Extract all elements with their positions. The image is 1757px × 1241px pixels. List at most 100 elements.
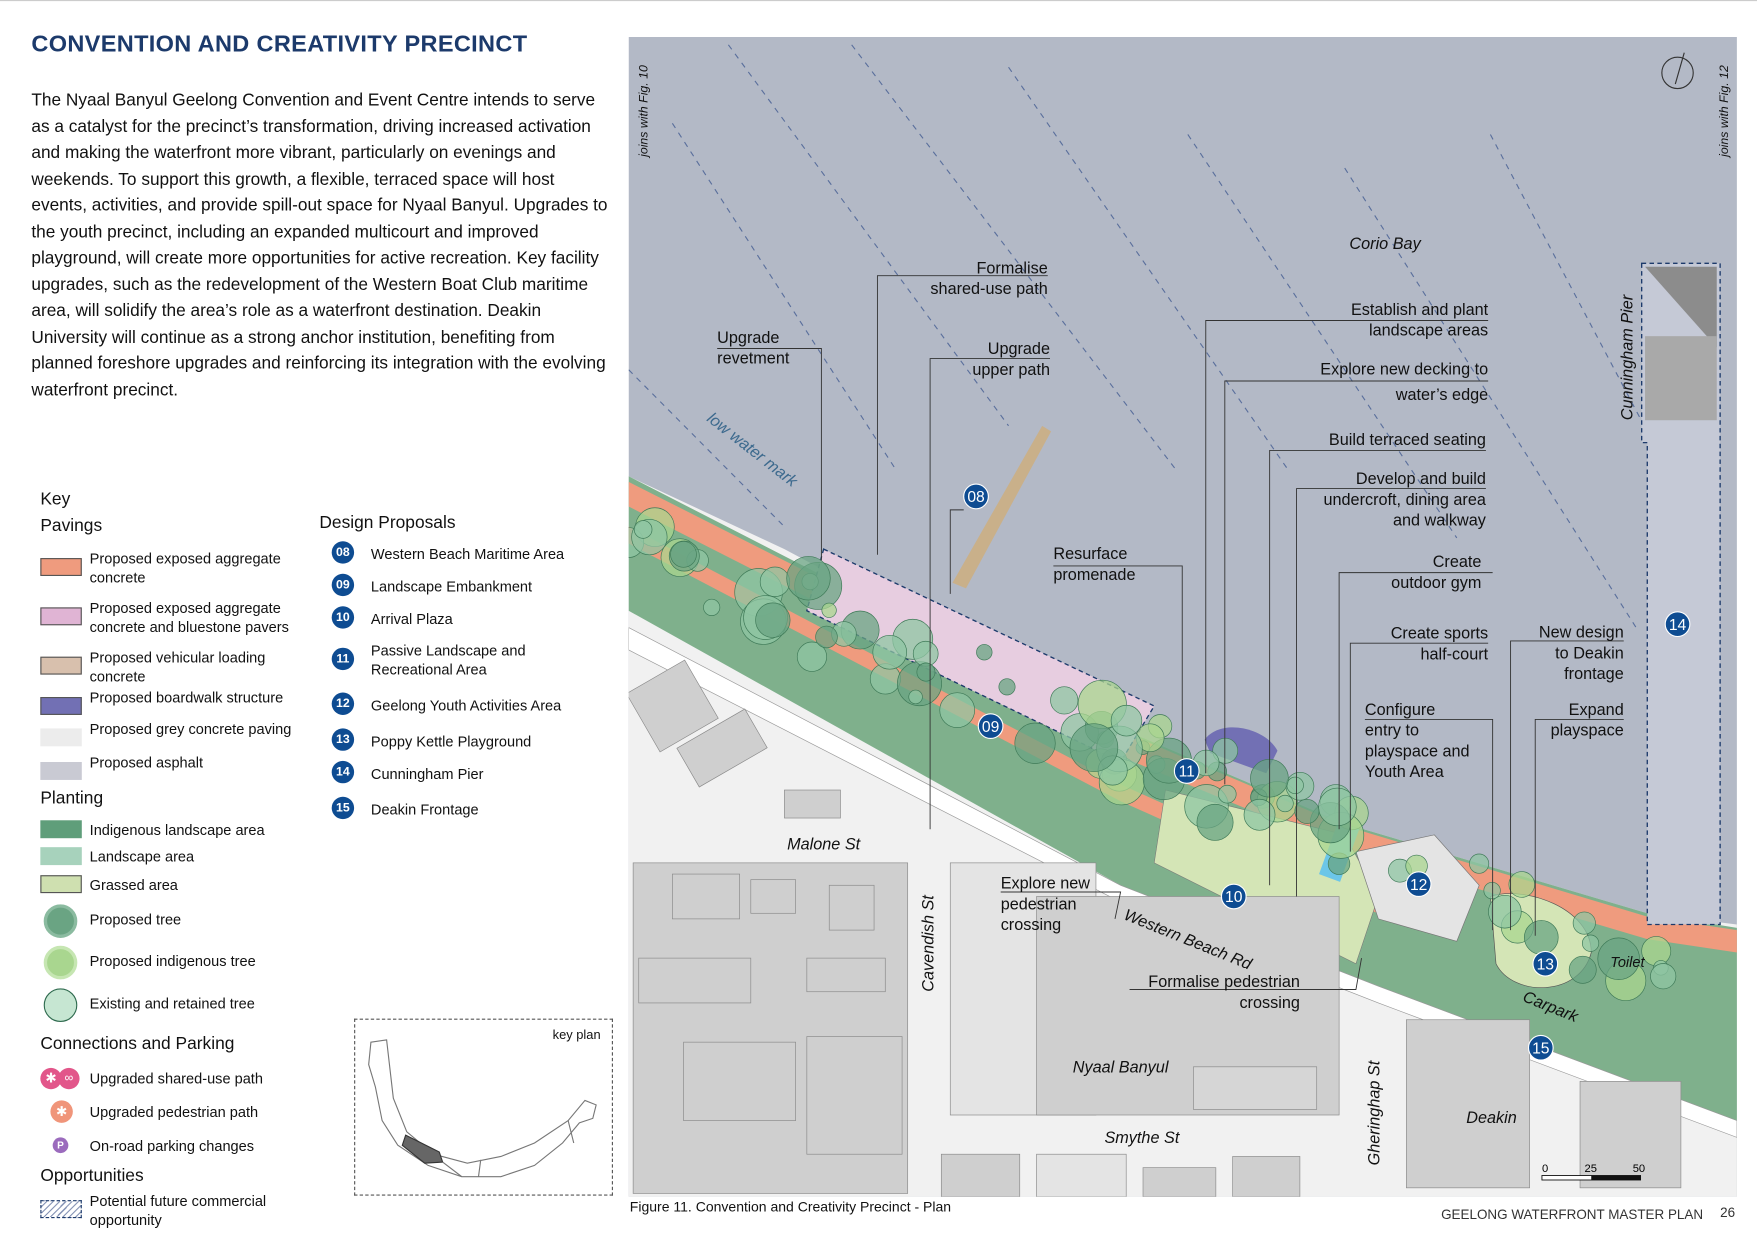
tree-icon <box>1243 798 1276 831</box>
marker-number: 09 <box>982 719 999 736</box>
key-plan-label: key plan <box>552 1028 601 1043</box>
joins-label: joins with Fig. 12 <box>1717 65 1731 159</box>
proposal-marker: 09 <box>977 713 1004 740</box>
pier-building <box>1645 266 1717 348</box>
tree-icon <box>786 556 831 601</box>
proposal-label: Geelong Youth Activities Area <box>370 697 562 714</box>
marker-number: 12 <box>1410 877 1427 894</box>
page-title: CONVENTION AND CREATIVITY PRECINCT <box>31 31 528 58</box>
proposal-badge: 10 <box>331 606 355 629</box>
cunningham-pier <box>1641 262 1721 926</box>
annotation-undercroft: and walkway <box>1393 512 1487 530</box>
proposed-tree-icon <box>43 904 78 938</box>
tree-icon <box>1196 803 1234 841</box>
pedestrian-bicycle-icon: ✱ ∞ <box>40 1067 80 1090</box>
annotation-undercroft: undercroft, dining area <box>1323 491 1486 509</box>
planting-heading: Planting <box>40 788 104 808</box>
legend-label: On-road parking changes <box>89 1137 255 1155</box>
tree-icon <box>1110 704 1143 737</box>
annotation-establish: landscape areas <box>1369 322 1488 340</box>
corio-bay-label: Corio Bay <box>1349 235 1421 253</box>
legend-label: Proposed boardwalk structure <box>89 689 284 706</box>
proposal-badge: 11 <box>331 647 355 671</box>
proposal-label: Deakin Frontage <box>370 801 479 819</box>
pier-building <box>1645 336 1717 421</box>
legend-label: Proposed exposed aggregate concrete <box>89 550 281 587</box>
annotation-formalise-crossing: crossing <box>1239 994 1299 1012</box>
annotation-gym: Create <box>1433 553 1482 571</box>
tree-icon <box>1524 920 1559 955</box>
annotation-halfcourt: half-court <box>1420 645 1488 663</box>
key-plan: key plan <box>354 1018 613 1196</box>
tree-icon <box>1276 794 1294 813</box>
legend-label: Landscape area <box>89 848 195 866</box>
annotation-deakin-frontage: New design <box>1539 624 1624 642</box>
annotation-revetment: Upgrade <box>717 329 779 347</box>
trees <box>628 507 1677 1002</box>
marker-number: 08 <box>967 489 985 506</box>
annotation-upper-path: Upgrade <box>988 340 1050 358</box>
legend-label: Upgraded pedestrian path <box>89 1103 259 1121</box>
tree-icon <box>1318 787 1357 827</box>
annotation-undercroft: Develop and build <box>1356 470 1486 488</box>
hatched-swatch <box>40 1200 82 1219</box>
tree-icon <box>872 634 908 670</box>
intro-paragraph: The Nyaal Banyul Geelong Convention and … <box>31 90 608 400</box>
proposal-badge: 15 <box>331 796 355 820</box>
tree-icon <box>912 640 939 667</box>
legend-label: Proposed exposed aggregate concrete and … <box>89 599 289 636</box>
tree-icon <box>1069 723 1119 772</box>
parking-icon: P <box>52 1137 69 1154</box>
tree-icon <box>1469 853 1490 874</box>
proposal-marker: 08 <box>963 483 989 510</box>
proposal-badge: 12 <box>331 692 355 715</box>
swatch <box>40 728 82 747</box>
annotation-configure: Configure <box>1365 701 1435 719</box>
legend-label: Existing and retained tree <box>89 995 255 1012</box>
legend-label: Proposed vehicular loading concrete <box>89 648 266 685</box>
annotation-decking: water’s edge <box>1395 386 1488 404</box>
tree-icon <box>908 689 923 705</box>
annotation-ped-crossing: pedestrian <box>1001 895 1077 913</box>
marker-number: 13 <box>1537 956 1555 973</box>
annotation-promenade: Resurface <box>1053 545 1127 563</box>
annotation-shared-use: Formalise <box>976 259 1047 277</box>
swatch <box>40 820 82 839</box>
swatch <box>40 697 82 715</box>
tree-icon <box>1581 934 1600 952</box>
tree-icon <box>1050 686 1079 715</box>
marker-number: 14 <box>1669 617 1687 634</box>
annotation-configure: Youth Area <box>1365 763 1445 781</box>
footer-title: GEELONG WATERFRONT MASTER PLAN <box>1441 1206 1704 1223</box>
legend-label: Grassed area <box>89 876 178 894</box>
north-arrow-icon <box>1661 52 1694 90</box>
leader-lines <box>717 275 1624 990</box>
pavings-heading: Pavings <box>40 516 103 536</box>
street-label: Malone St <box>787 835 862 853</box>
existing-tree-icon <box>43 988 78 1022</box>
scale-bar: 0 25 50 <box>1541 1163 1645 1181</box>
tree-icon <box>815 625 838 649</box>
proposal-marker: 15 <box>1527 1034 1554 1061</box>
connections-heading: Connections and Parking <box>40 1034 235 1054</box>
proposal-badge: 13 <box>331 728 355 751</box>
tree-icon <box>976 644 993 661</box>
tree-icon <box>1568 955 1597 984</box>
tree-icon <box>1483 882 1501 900</box>
proposal-marker: 12 <box>1405 871 1432 898</box>
annotation-deakin-frontage: frontage <box>1564 665 1624 683</box>
marker-number: 11 <box>1179 764 1195 781</box>
proposal-marker: 14 <box>1664 611 1691 638</box>
annotation-terraced: Build terraced seating <box>1329 431 1486 449</box>
tree-icon <box>633 520 653 539</box>
annotation-formalise-crossing: Formalise pedestrian <box>1148 973 1300 991</box>
top-rule <box>0 0 1757 2</box>
proposal-label: Cunningham Pier <box>370 765 484 783</box>
tree-icon <box>1286 776 1304 794</box>
annotation-shared-use: shared-use path <box>930 280 1047 298</box>
tree-icon <box>755 602 791 638</box>
annotation-promenade: promenade <box>1053 566 1135 584</box>
proposal-label: Passive Landscape and Recreational Area <box>370 642 526 678</box>
tree-icon <box>1597 937 1640 980</box>
scale-tick: 25 <box>1585 1163 1597 1175</box>
